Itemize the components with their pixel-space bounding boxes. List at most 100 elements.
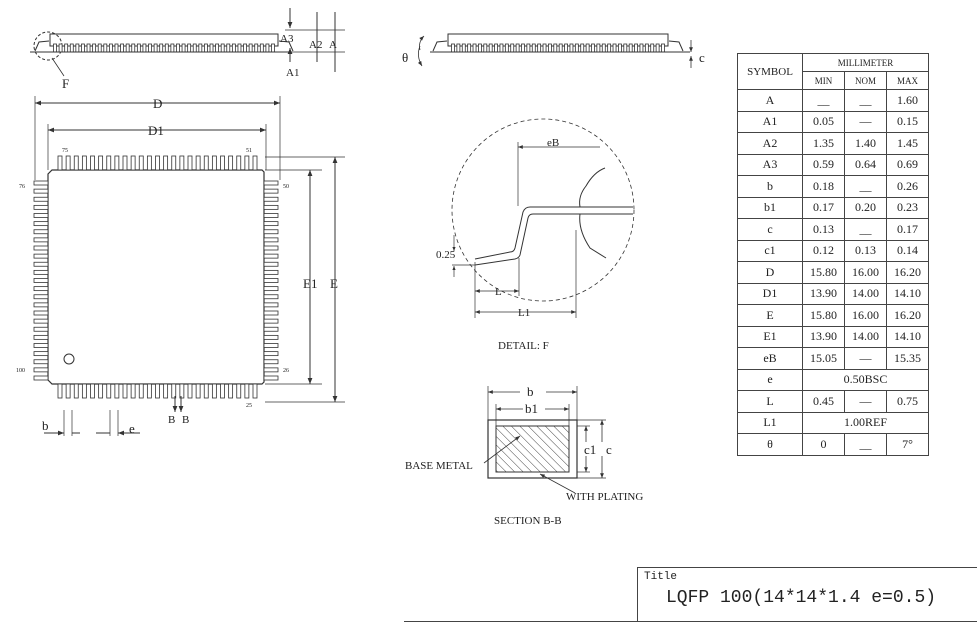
lead-bottom	[73, 383, 79, 399]
lead-left	[33, 188, 49, 194]
label-e-pitch: e	[129, 421, 135, 436]
pin-num-75: 75	[62, 148, 68, 154]
lead-side	[120, 43, 124, 53]
lead-side	[618, 43, 622, 53]
lead-top	[244, 155, 250, 171]
lead-right	[263, 261, 279, 267]
label-theta: θ	[402, 50, 408, 65]
lead-top	[57, 155, 63, 171]
table-cell-nom: __	[844, 175, 887, 198]
lead-right	[263, 326, 279, 332]
lead-top	[187, 155, 193, 171]
lead-bottom	[90, 383, 95, 399]
lead-side	[254, 43, 259, 53]
lead-side	[472, 43, 477, 53]
lead-side	[136, 43, 141, 53]
lead-right	[263, 213, 279, 218]
table-cell-symbol: e	[737, 368, 803, 391]
section-bb-view	[483, 386, 606, 494]
lead-left	[33, 351, 49, 357]
lead-top	[211, 155, 217, 171]
table-symbol-header: SYMBOL	[737, 53, 803, 90]
lead-left	[33, 302, 49, 308]
table-cell-nom: 0.13	[844, 239, 887, 262]
side-leads	[34, 40, 294, 53]
lead-top	[65, 155, 71, 171]
table-cell-symbol: eB	[737, 347, 803, 370]
table-cell-nom: 14.00	[844, 325, 887, 348]
lead-top	[236, 155, 242, 171]
lead-side	[64, 43, 69, 53]
table-cell-min: 0	[802, 433, 845, 456]
lead-right	[263, 269, 279, 275]
lead-side	[553, 43, 558, 53]
table-cell-max: 7°	[886, 433, 929, 456]
lead-side	[86, 43, 91, 53]
lead-bottom	[163, 383, 169, 399]
table-cell-min: 15.05	[802, 347, 845, 370]
lead-bottom	[57, 383, 63, 399]
lead-bottom	[130, 383, 136, 399]
lead-bottom	[187, 383, 193, 399]
side-view-2	[417, 33, 693, 68]
table-cell-nom: —	[844, 110, 887, 133]
lead-right	[263, 237, 279, 243]
lead-side	[607, 43, 612, 53]
lead-side	[198, 43, 203, 53]
table-cell-min: 0.13	[802, 218, 845, 241]
label-c-section: c	[606, 442, 612, 457]
lead-side	[478, 43, 482, 53]
lead-bottom	[203, 383, 209, 399]
package-body	[47, 169, 265, 385]
lead-left	[33, 375, 49, 381]
label-e1: E1	[303, 276, 317, 291]
label-b-section-1: B	[168, 414, 175, 426]
lead-left	[33, 359, 49, 365]
table-cell-max: 16.20	[886, 261, 929, 284]
lead-left	[33, 286, 49, 292]
table-cell-min: 13.90	[802, 325, 845, 348]
label-f: F	[62, 76, 69, 91]
lead-side	[655, 43, 660, 53]
lead-left	[33, 261, 49, 267]
lead-top	[130, 155, 136, 171]
lead-right	[263, 286, 279, 292]
lead-side	[215, 43, 220, 53]
lead-left	[33, 294, 49, 300]
table-cell-max: 1.45	[886, 132, 929, 155]
lead-side	[542, 43, 547, 53]
label-e: E	[330, 276, 338, 291]
table-cell-max: 15.35	[886, 347, 929, 370]
table-cell-max: 1.60	[886, 89, 929, 112]
top-view	[33, 96, 345, 436]
lead-top	[155, 155, 160, 171]
table-cell-symbol: b	[737, 175, 803, 198]
lead-top	[171, 155, 177, 171]
lead-bottom	[236, 383, 242, 399]
lead-left	[33, 245, 49, 251]
table-cell-min: 0.17	[802, 196, 845, 219]
lead-side	[661, 43, 665, 53]
side-leads-2	[432, 40, 684, 53]
lead-top	[252, 155, 258, 171]
lead-side	[265, 43, 270, 53]
table-cell-symbol: A1	[737, 110, 803, 133]
lead-side	[467, 43, 472, 53]
table-cell-max: 0.26	[886, 175, 929, 198]
table-cell-symbol: b1	[737, 196, 803, 219]
table-cell-nom: 0.20	[844, 196, 887, 219]
table-cell-symbol: A2	[737, 132, 803, 155]
lead-side	[231, 43, 236, 53]
label-d: D	[153, 96, 162, 111]
lead-right	[263, 253, 279, 259]
lead-bottom	[146, 383, 152, 399]
lead-side	[75, 43, 80, 53]
detail-f-leader	[51, 57, 65, 77]
lead-left	[33, 229, 49, 235]
